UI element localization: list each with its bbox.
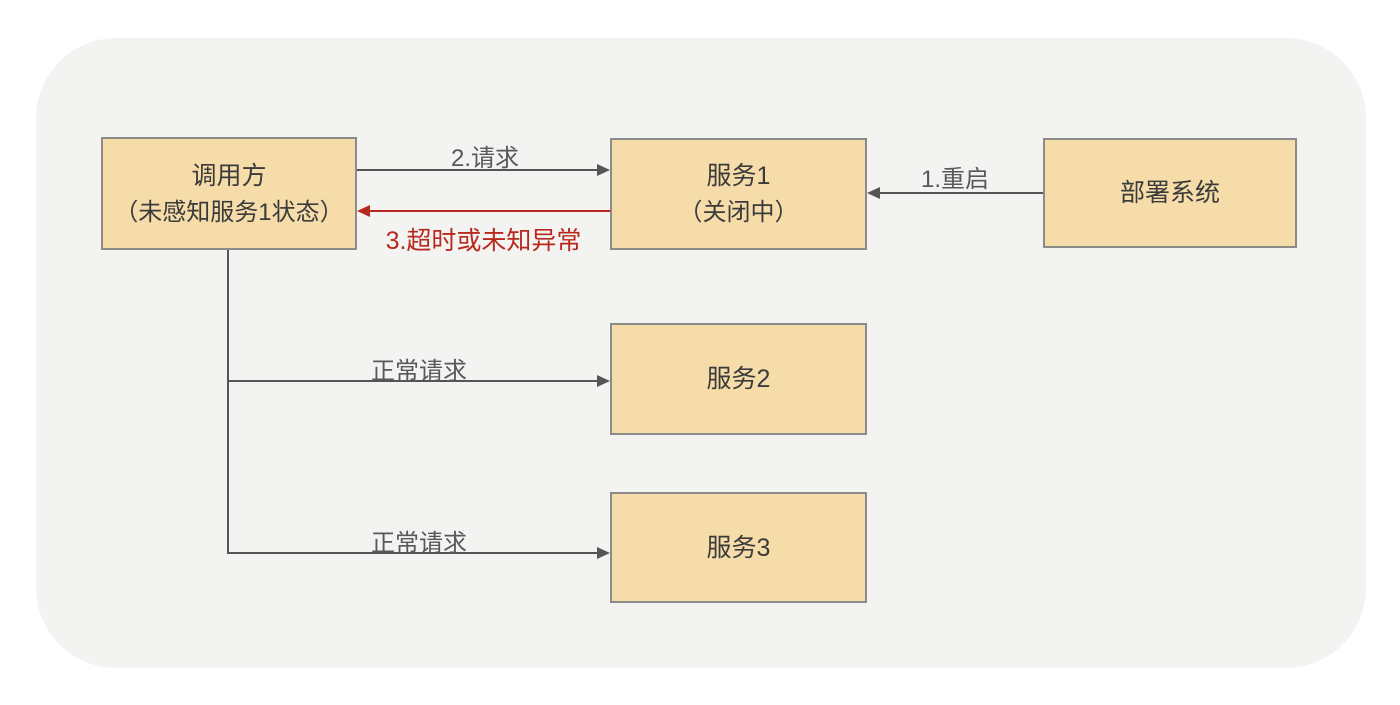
node-deploy-system-title: 部署系统 bbox=[1119, 179, 1220, 207]
edge-restart-label: 1.重启 bbox=[920, 166, 989, 193]
node-caller: 调用方 （未感知服务1状态） bbox=[101, 137, 357, 250]
edge-request-label: 2.请求 bbox=[450, 145, 519, 172]
node-caller-title: 调用方 bbox=[191, 161, 267, 190]
edge-normal-request3-line bbox=[227, 552, 598, 554]
arrow-right-icon bbox=[597, 164, 610, 176]
node-service3-title: 服务3 bbox=[706, 533, 771, 562]
node-service1: 服务1 （关闭中） bbox=[610, 138, 867, 250]
edge-timeout-label: 3.超时或未知异常 bbox=[385, 227, 582, 255]
node-service1-title: 服务1 bbox=[706, 162, 771, 190]
edge-normal-request2-line bbox=[227, 380, 598, 382]
node-service2-title: 服务2 bbox=[706, 365, 771, 393]
edge-trunk-line bbox=[227, 250, 229, 554]
edge-timeout-line bbox=[369, 210, 610, 212]
arrow-right-icon bbox=[597, 547, 610, 559]
edge-normal-request3-label: 正常请求 bbox=[371, 530, 467, 557]
node-service1-subtitle: （关闭中） bbox=[678, 199, 799, 226]
node-caller-subtitle: （未感知服务1状态） bbox=[114, 198, 344, 226]
edge-request-line bbox=[357, 169, 598, 171]
node-service3: 服务3 bbox=[610, 492, 867, 603]
node-deploy-system: 部署系统 bbox=[1043, 138, 1297, 248]
node-service2: 服务2 bbox=[610, 323, 867, 435]
arrow-left-icon bbox=[867, 187, 880, 199]
arrow-right-icon bbox=[597, 375, 610, 387]
edge-normal-request2-label: 正常请求 bbox=[371, 358, 467, 385]
arrow-left-icon bbox=[357, 205, 370, 217]
edge-restart-line bbox=[879, 192, 1043, 194]
